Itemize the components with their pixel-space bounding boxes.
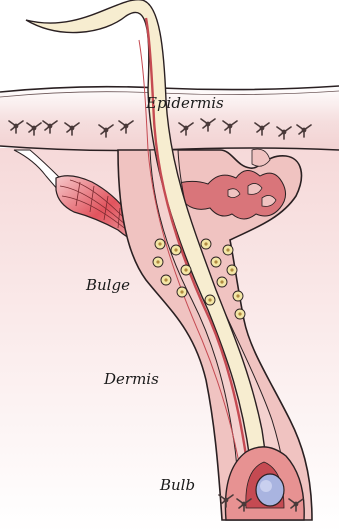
stem-cell-icon	[217, 277, 227, 287]
stem-cell-icon	[235, 309, 245, 319]
stem-cell-icon	[201, 239, 211, 249]
stem-cell-icon	[171, 245, 181, 255]
stem-cell-icon	[227, 265, 237, 275]
papilla-highlight	[260, 480, 272, 492]
stem-cell-icon	[223, 245, 233, 255]
stem-cell-icon	[233, 291, 243, 301]
label-bulb: Bulb	[159, 476, 195, 494]
label-epidermis: Epidermis	[145, 94, 224, 112]
stem-cell-icon	[155, 239, 165, 249]
stem-cell-icon	[205, 295, 215, 305]
stem-cell-icon	[161, 275, 171, 285]
label-dermis: Dermis	[103, 370, 159, 388]
stem-cell-icon	[177, 287, 187, 297]
stem-cell-icon	[181, 265, 191, 275]
label-bulge: Bulge	[85, 276, 130, 294]
stem-cell-icon	[153, 257, 163, 267]
stem-cell-icon	[211, 257, 221, 267]
